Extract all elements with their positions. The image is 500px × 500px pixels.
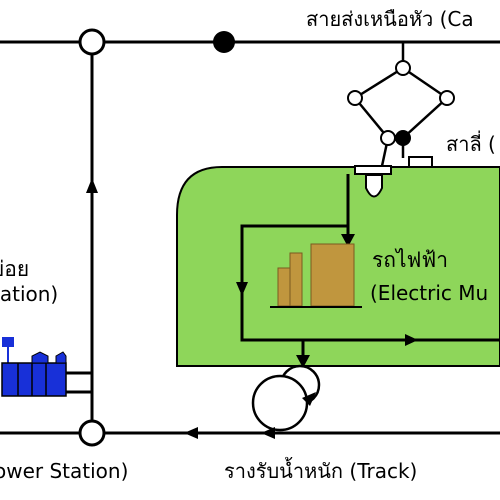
- pantograph: [347, 42, 455, 198]
- wheel-arrow: [302, 392, 316, 406]
- junction-node-top: [78, 28, 106, 56]
- wheel-large: [251, 374, 309, 432]
- overhead-line-label: สายส่งเหนือหัว (Ca: [306, 7, 474, 31]
- feeder-arrow: [86, 178, 98, 193]
- substation-label-english: tation): [0, 282, 59, 306]
- track-label: รางรับน้ำหนัก (Track): [224, 459, 418, 483]
- power-station-label: ower Station): [0, 459, 129, 483]
- overhead-support-node: [213, 31, 235, 53]
- track-arrow-left: [184, 427, 198, 439]
- substation-rectifier: [1, 337, 67, 397]
- train-label-english: (Electric Mu: [370, 281, 489, 305]
- pantograph-contact-node: [395, 130, 411, 146]
- junction-node-bottom: [78, 419, 106, 447]
- train-label-thai: รถไฟฟ้า: [372, 248, 449, 272]
- train-building-icon: [270, 243, 362, 308]
- track-arrow-right: [261, 427, 275, 439]
- pantograph-label: สาลี่ (: [446, 132, 496, 156]
- substation-label-thai: ย่อย: [0, 257, 30, 281]
- current-path: [236, 174, 500, 368]
